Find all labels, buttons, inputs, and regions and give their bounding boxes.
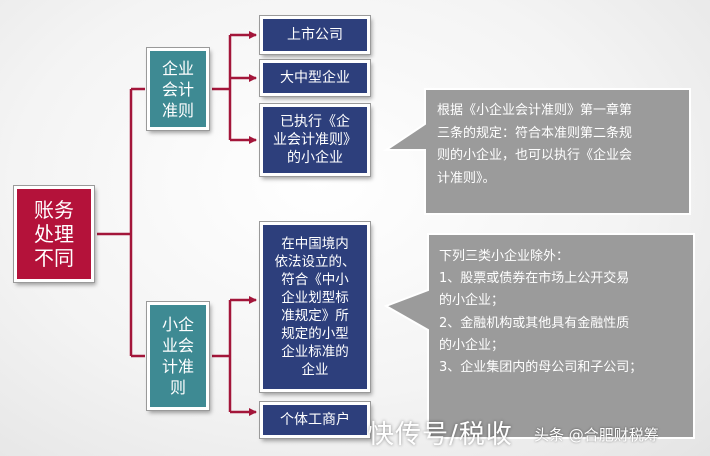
leaf-individual-business: 个体工商户 (259, 401, 371, 439)
callout-bubble-2 (383, 233, 695, 439)
leaf-small-enterprise-definition: 在中国境内 依法设立的、 符合《中小 企业划型标 准规定》所 规定的小型 企业标… (259, 221, 371, 393)
root-node: 账务 处理 不同 (13, 185, 95, 283)
category-enterprise-standards: 企业 会计 准则 (146, 47, 210, 131)
category-small-enterprise-standards: 小企 业会 计准 则 (146, 301, 210, 411)
leaf-small-enterprise-using-standards: 已执行《企 业会计准则》 的小企业 (259, 103, 371, 177)
callout-text-1: 根据《小企业会计准则》第一章第 三条的规定：符合本准则第二条规 则的小企业，也可… (437, 103, 633, 186)
leaf-listed-company: 上市公司 (259, 15, 371, 55)
watermark-sub: 头条 @合肥财税筹 (534, 426, 659, 444)
callout-bubble-1 (382, 88, 691, 215)
callout-text-2: 下列三类小企业除外： 1、股票或债券在市场上公开交易 的小企业； 2、金融机构或… (439, 249, 643, 376)
leaf-large-medium-enterprise: 大中型企业 (259, 59, 371, 97)
watermark-main: 快传号/税收 (368, 420, 513, 450)
